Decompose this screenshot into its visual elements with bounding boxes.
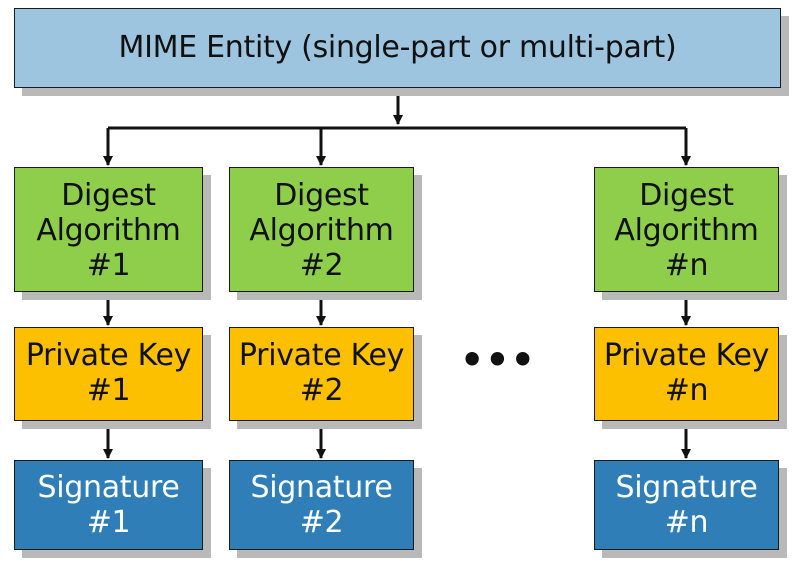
signature-n-line1: Signature (615, 470, 758, 506)
signature-2-line1: Signature (250, 470, 393, 506)
private-key-1-line1: Private Key (25, 338, 192, 374)
digest-algorithm-1-line1: Digest (61, 178, 156, 214)
mime-entity-box: MIME Entity (single-part or multi-part) (14, 8, 781, 88)
private-key-1-box: Private Key #1 (14, 327, 203, 421)
private-key-n-line1: Private Key (603, 338, 770, 374)
signature-n-box: Signature #n (594, 460, 779, 550)
digest-algorithm-1-line2: Algorithm (36, 213, 181, 249)
ellipsis-separator: ••• (460, 338, 536, 382)
digest-algorithm-n-line1: Digest (639, 178, 734, 214)
digest-algorithm-2-line1: Digest (274, 178, 369, 214)
signature-1-box: Signature #1 (14, 460, 203, 550)
signature-n-number: #n (664, 505, 709, 540)
private-key-2-line1: Private Key (238, 338, 405, 374)
private-key-2-number: #2 (299, 373, 344, 408)
digest-algorithm-2-box: Digest Algorithm #2 (229, 167, 414, 292)
digest-algorithm-1-number: #1 (86, 247, 131, 283)
private-key-1-number: #1 (86, 373, 131, 408)
private-key-2-box: Private Key #2 (229, 327, 414, 421)
digest-algorithm-1-box: Digest Algorithm #1 (14, 167, 203, 292)
signature-2-number: #2 (299, 505, 344, 540)
signature-1-line1: Signature (37, 470, 180, 506)
digest-algorithm-n-number: #n (664, 247, 709, 283)
digest-algorithm-2-line2: Algorithm (249, 213, 394, 249)
signature-2-box: Signature #2 (229, 460, 414, 550)
digest-algorithm-n-box: Digest Algorithm #n (594, 167, 779, 292)
private-key-n-box: Private Key #n (594, 327, 779, 421)
signature-1-number: #1 (86, 505, 131, 540)
digest-algorithm-2-number: #2 (299, 247, 344, 283)
private-key-n-number: #n (664, 373, 709, 408)
mime-entity-label: MIME Entity (single-part or multi-part) (118, 29, 677, 65)
digest-algorithm-n-line2: Algorithm (614, 213, 759, 249)
